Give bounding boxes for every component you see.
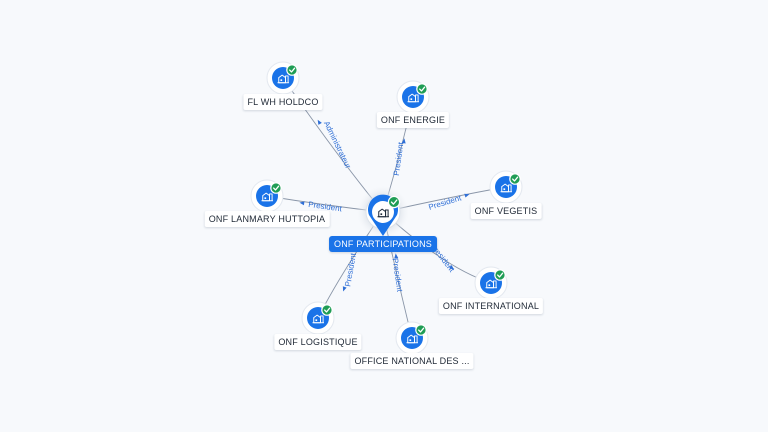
center-node-label[interactable]: ONF PARTICIPATIONS [329,236,437,252]
node-onf-lanmary-huttopia[interactable] [250,179,284,213]
verified-check-icon [387,195,401,209]
node-label-onf-lanmary-huttopia[interactable]: ONF LANMARY HUTTOPIA [204,211,330,227]
edge-label: President [392,141,406,176]
node-label-onf-international[interactable]: ONF INTERNATIONAL [438,298,544,314]
verified-check-icon [270,182,282,194]
verified-check-icon [416,83,428,95]
building-icon [377,208,389,218]
building-icon [312,314,324,324]
node-center-onf-participations[interactable] [357,186,409,238]
node-label-fl-wh-holdco[interactable]: FL WH HOLDCO [243,94,323,110]
building-icon [277,74,289,84]
edge-label: Administrateur [322,120,353,171]
verified-check-icon [509,173,521,185]
edge-label: President [391,258,405,293]
edge-arrow [394,253,399,259]
node-onf-international[interactable] [474,266,508,300]
node-label-onf-vegetis[interactable]: ONF VEGETIS [470,203,542,219]
verified-check-icon [415,324,427,336]
edge-arrow [342,286,347,292]
edge-arrow [401,138,406,144]
node-onf-logistique[interactable] [301,301,335,335]
building-icon [485,279,497,289]
building-icon [261,192,273,202]
building-icon [500,183,512,193]
building-icon [406,334,418,344]
node-label-office-national[interactable]: OFFICE NATIONAL DES ... [350,353,474,369]
node-onf-vegetis[interactable] [489,170,523,204]
node-label-onf-energie[interactable]: ONF ENERGIE [376,112,450,128]
node-office-national[interactable] [395,321,429,355]
node-fl-wh-holdco[interactable] [266,61,300,95]
node-onf-energie[interactable] [396,80,430,114]
verified-check-icon [321,304,333,316]
edge-label: President [427,193,463,212]
building-icon [407,93,419,103]
verified-check-icon [286,64,298,76]
nodes-layer [250,61,523,355]
edge-arrow [464,193,470,198]
edge-arrow [299,201,305,206]
edge-arrow [449,265,454,270]
edge-arrow [317,119,322,125]
edge-label: President [343,252,358,288]
verified-check-icon [494,269,506,281]
node-label-onf-logistique[interactable]: ONF LOGISTIQUE [274,334,362,350]
